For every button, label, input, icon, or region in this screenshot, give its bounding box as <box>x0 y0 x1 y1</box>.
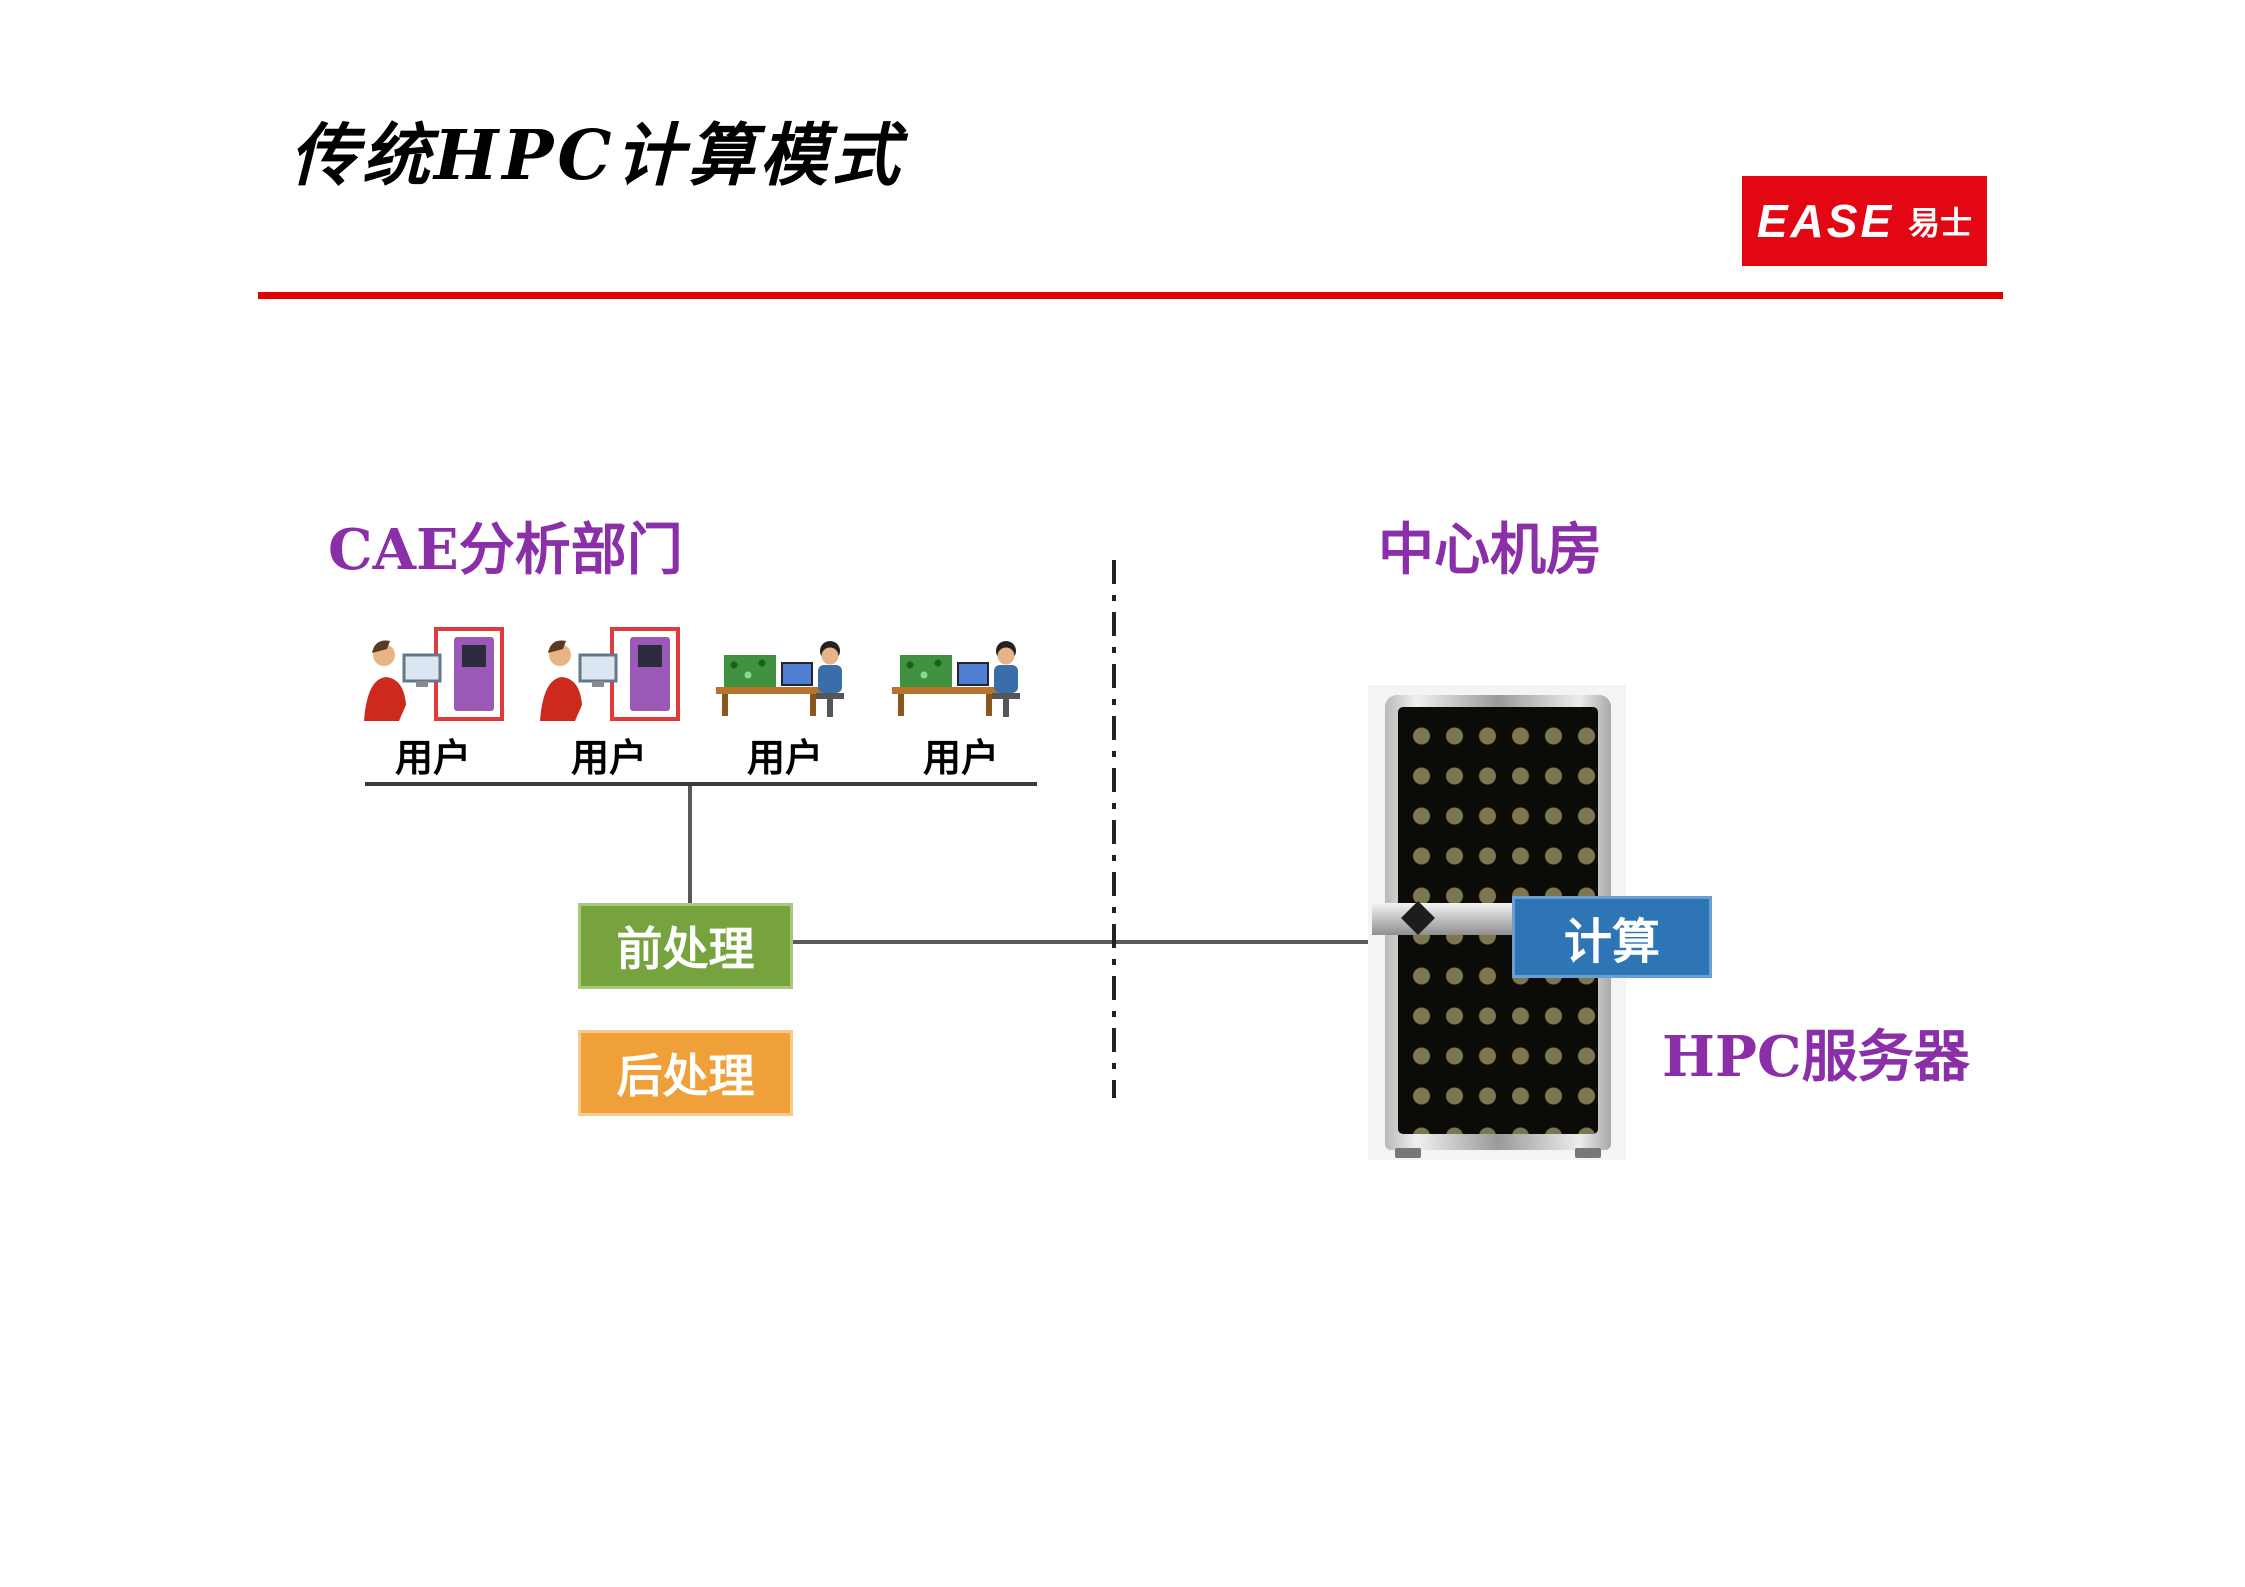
user-label: 用户 <box>394 735 471 780</box>
server-foot <box>1395 1148 1421 1158</box>
user-station: 用户 <box>704 625 866 782</box>
user-label: 用户 <box>746 735 823 780</box>
users-row: 用户 用户 <box>352 627 1052 782</box>
user-workstation-icon <box>892 641 1020 717</box>
user-label: 用户 <box>570 735 647 780</box>
user-station: 用户 <box>880 625 1042 782</box>
connector-vertical-line <box>688 786 692 906</box>
user-workstation-icon <box>540 627 680 721</box>
postprocess-box: 后处理 <box>578 1030 793 1116</box>
brand-logo: EASE 易士 <box>1742 176 1987 266</box>
title-underline <box>258 292 2003 299</box>
user-label: 用户 <box>922 735 999 780</box>
ease-wordmark: EASE <box>1756 195 1895 247</box>
preprocess-box: 前处理 <box>578 903 793 989</box>
page-title: 传统HPC计算模式 <box>290 116 904 196</box>
compute-box: 计算 <box>1512 896 1712 978</box>
ease-cn-wordmark: 易士 <box>1908 205 1973 241</box>
divider-dashdot-line <box>1112 560 1116 1098</box>
server-foot <box>1575 1148 1601 1158</box>
cae-department-heading: CAE分析部门 <box>328 517 683 583</box>
user-station: 用户 <box>352 625 514 782</box>
central-room-heading: 中心机房 <box>1378 517 1602 583</box>
hpc-server-label: HPC服务器 <box>1662 1024 1970 1090</box>
user-station: 用户 <box>528 625 690 782</box>
user-workstation-icon <box>716 641 844 717</box>
user-workstation-icon <box>364 627 504 721</box>
connector-horizontal-line <box>793 940 1393 944</box>
users-baseline-line <box>365 782 1037 786</box>
